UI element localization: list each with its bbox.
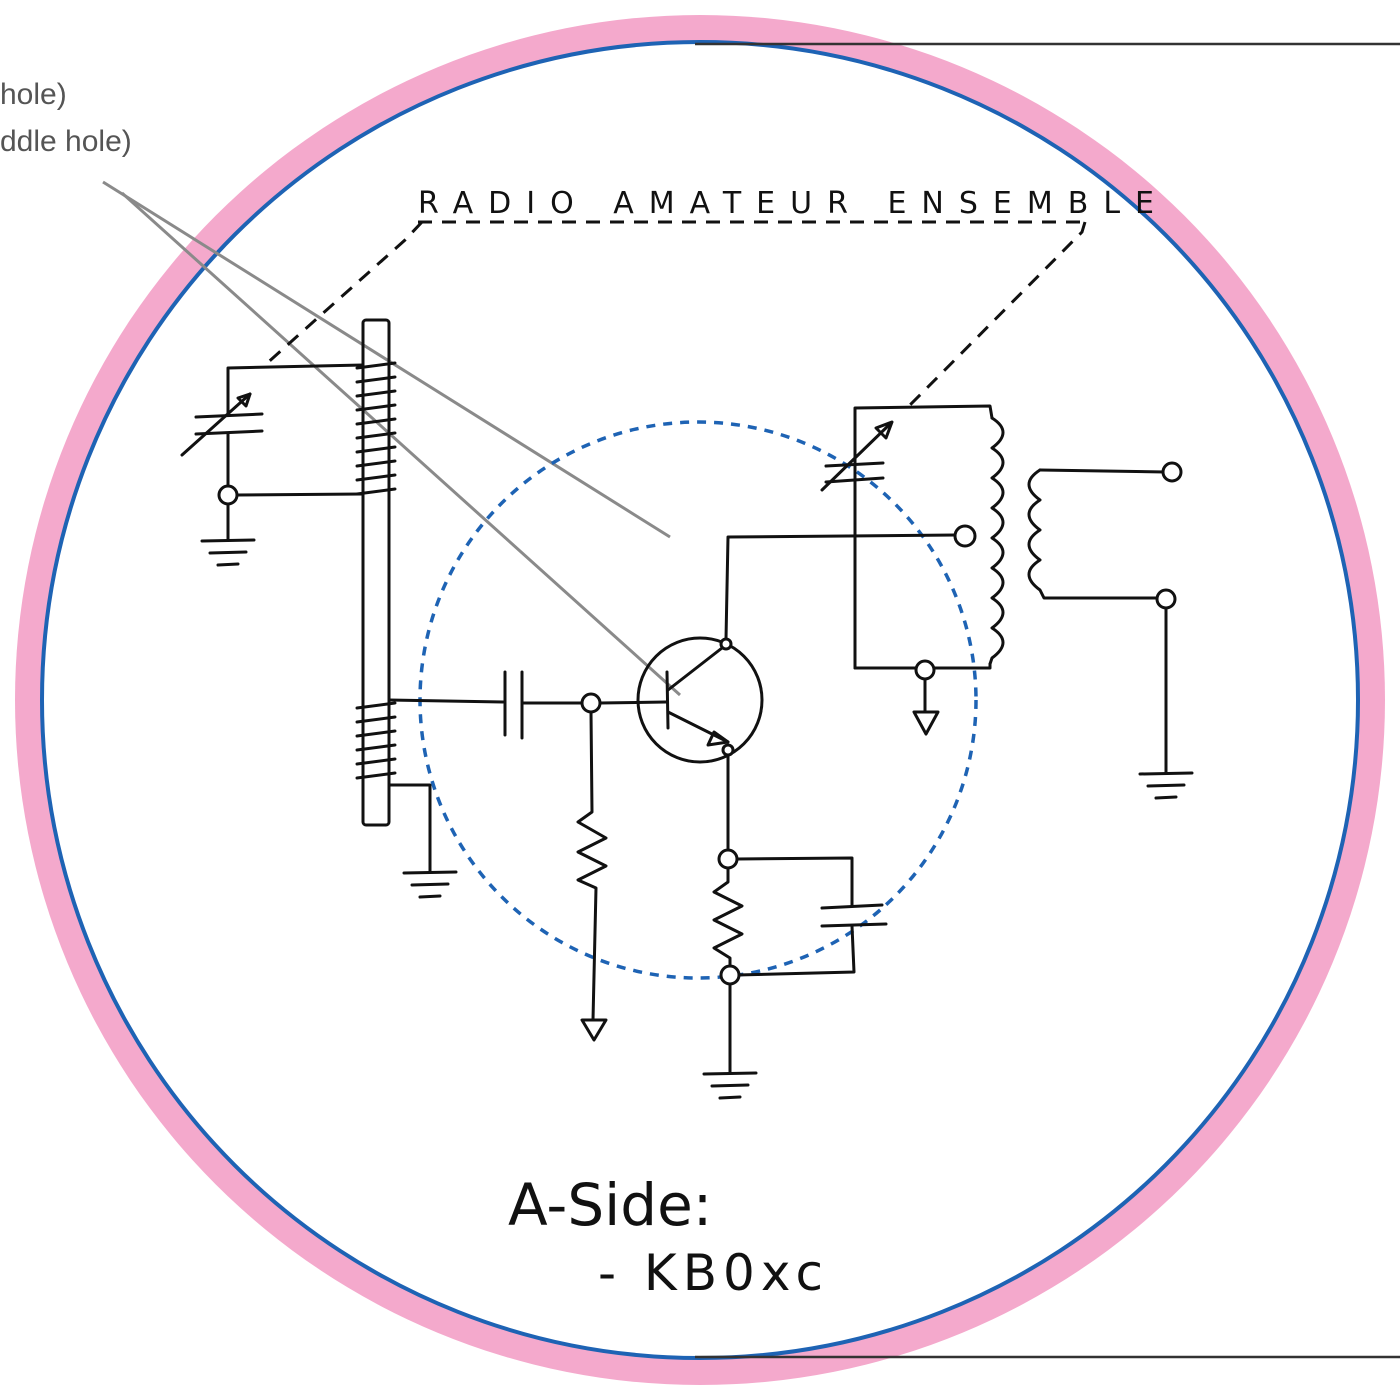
emitter-network (702, 753, 888, 1100)
ferrite-rod-antenna (355, 318, 397, 827)
left-variable-capacitor (180, 363, 365, 567)
pointer-line-to-spindle (120, 191, 682, 697)
antenna-coil-upper (355, 361, 397, 496)
record-disc (15, 15, 1385, 1385)
collector-wire (724, 533, 958, 641)
antenna-coil-lower (355, 701, 397, 780)
rod-ground (387, 783, 458, 899)
side-text: A-Side: (508, 1171, 712, 1239)
note-line-2: ddle hole) (0, 125, 132, 158)
title-text: RADIO AMATEUR ENSEMBLE (418, 186, 1169, 221)
label-face (40, 40, 1360, 1360)
sleeve-guide-lines (695, 42, 1400, 1359)
circuit-schematic (180, 318, 1194, 1100)
bias-resistor (576, 710, 608, 1042)
callout-notes: hole) ddle hole) (0, 78, 682, 697)
tank-circuit (820, 404, 1005, 736)
credit-text: - KB0xc (598, 1244, 829, 1302)
secondary-coil (1027, 461, 1194, 800)
note-line-1: hole) (0, 78, 67, 111)
pointer-line-to-center (102, 180, 671, 539)
ferrite-rod (361, 318, 391, 827)
title-dash-right (908, 221, 1087, 407)
title-dash-left (264, 220, 424, 367)
